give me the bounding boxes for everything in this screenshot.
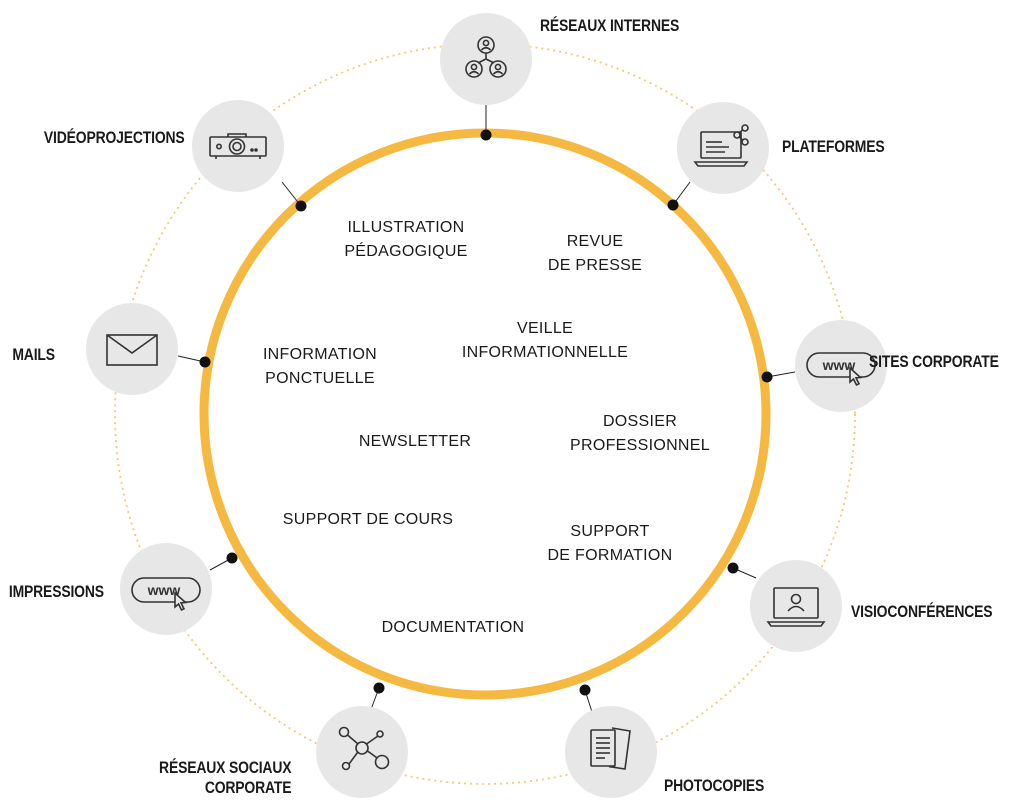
content-line: NEWSLETTER bbox=[358, 433, 472, 450]
content-information-ponctuelle: INFORMATION PONCTUELLE bbox=[232, 343, 408, 391]
label-plateformes: PLATEFORMES bbox=[782, 137, 885, 156]
content-line: DE FORMATION bbox=[547, 547, 673, 564]
content-line: SUPPORT DE COURS bbox=[282, 511, 454, 528]
content-line: PONCTUELLE bbox=[265, 370, 375, 387]
content-line: PROFESSIONNEL bbox=[570, 437, 710, 454]
node-impressions: www bbox=[120, 543, 212, 635]
documents-icon bbox=[590, 727, 631, 770]
node-sites-corporate: www bbox=[795, 320, 887, 412]
content-newsletter: NEWSLETTER bbox=[330, 430, 500, 454]
label-sites-corporate: SITES CORPORATE bbox=[869, 352, 999, 371]
label-mails: MAILS bbox=[12, 345, 55, 364]
content-support-de-formation: SUPPORT DE FORMATION bbox=[520, 520, 700, 568]
node-visioconferences bbox=[750, 560, 842, 652]
mail-envelope-icon bbox=[106, 334, 158, 366]
content-line: REVUE bbox=[566, 233, 624, 250]
social-network-icon bbox=[338, 726, 390, 771]
content-documentation: DOCUMENTATION bbox=[350, 616, 556, 640]
content-revue-de-presse: REVUE DE PRESSE bbox=[530, 230, 660, 278]
team-network-icon bbox=[465, 36, 507, 78]
label-impressions: IMPRESSIONS bbox=[8, 582, 104, 601]
ring-dot bbox=[480, 129, 492, 141]
content-line: DOSSIER bbox=[602, 413, 678, 430]
projector-icon bbox=[209, 133, 267, 159]
content-line: INFORMATION bbox=[262, 346, 378, 363]
www-cursor-icon: www bbox=[806, 352, 876, 387]
content-line: VEILLE bbox=[516, 320, 574, 337]
www-text: www bbox=[147, 582, 181, 598]
outer-dotted-ring bbox=[114, 43, 856, 785]
content-line: SUPPORT bbox=[570, 523, 650, 540]
ring-dot bbox=[579, 684, 591, 696]
node-mails bbox=[86, 303, 178, 395]
content-line: INFORMATIONNELLE bbox=[461, 344, 629, 361]
video-conference-icon bbox=[766, 587, 826, 627]
ring-dot bbox=[295, 200, 307, 212]
label-photocopies: PHOTOCOPIES bbox=[664, 776, 765, 795]
node-photocopies bbox=[565, 706, 657, 798]
ring-dot bbox=[199, 356, 211, 368]
ring-dot bbox=[226, 552, 238, 564]
label-reseaux-sociaux-line2: CORPORATE bbox=[204, 778, 291, 797]
label-videoprojections: VIDÉOPROJECTIONS bbox=[44, 128, 185, 147]
label-reseaux-internes: RÉSEAUX INTERNES bbox=[540, 16, 680, 35]
laptop-share-icon bbox=[693, 124, 749, 167]
www-text: www bbox=[822, 357, 856, 373]
content-dossier-professionnel: DOSSIER PROFESSIONNEL bbox=[550, 410, 730, 458]
label-reseaux-sociaux: RÉSEAUX SOCIAUX CORPORATE bbox=[159, 758, 291, 798]
content-illustration-pedagogique: ILLUSTRATION PÉDAGOGIQUE bbox=[316, 216, 496, 264]
www-cursor-icon: www bbox=[131, 577, 201, 612]
content-veille-informationnelle: VEILLE INFORMATIONNELLE bbox=[450, 317, 640, 365]
node-reseaux-internes bbox=[440, 13, 532, 105]
content-line: PÉDAGOGIQUE bbox=[344, 243, 468, 260]
content-line: DOCUMENTATION bbox=[381, 619, 525, 636]
label-reseaux-sociaux-line1: RÉSEAUX SOCIAUX bbox=[158, 758, 291, 777]
node-plateformes bbox=[677, 102, 769, 194]
ring-dot bbox=[727, 562, 739, 574]
ring-dot bbox=[667, 199, 679, 211]
content-line: DE PRESSE bbox=[547, 257, 643, 274]
label-visioconferences: VISIOCONFÉRENCES bbox=[851, 602, 993, 621]
node-videoprojections bbox=[192, 100, 284, 192]
ring-dot bbox=[373, 682, 385, 694]
content-line: ILLUSTRATION bbox=[347, 219, 465, 236]
node-reseaux-sociaux bbox=[316, 706, 408, 798]
content-support-de-cours: SUPPORT DE COURS bbox=[250, 508, 486, 532]
ring-dot bbox=[761, 371, 773, 383]
